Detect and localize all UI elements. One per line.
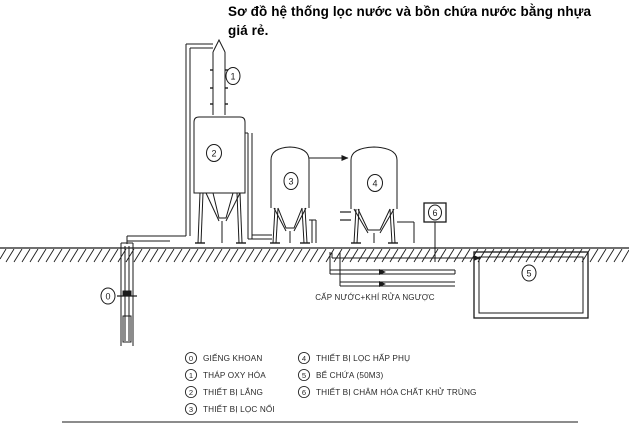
well-tag-0: 0 (100, 287, 116, 305)
legend-item-3: 3 THIẾT BỊ LỌC NỔI (184, 402, 275, 416)
settling-tank-tag-2: 2 (206, 144, 222, 162)
adsorption-filter (340, 146, 398, 244)
legend-item-6-num: 6 (302, 388, 306, 397)
legend-item-4-num: 4 (302, 354, 306, 363)
legend-item-1: 1 THÁP OXY HÓA (184, 368, 266, 382)
page-title-line-1: Sơ đồ hệ thống lọc nước và bồn chứa nước… (228, 4, 592, 19)
legend-item-3-label: THIẾT BỊ LỌC NỔI (203, 403, 275, 414)
legend: 0 GIẾNG KHOAN 1 THÁP OXY HÓA 2 THIẾT BỊ … (184, 351, 477, 416)
pipe-note-label: CẤP NƯỚC+KHÍ RỬA NGƯỢC (315, 292, 435, 302)
oxidation-tower-tag-1-text: 1 (230, 72, 235, 82)
floating-filter-tag-3: 3 (283, 172, 299, 190)
well-borehole (117, 235, 186, 346)
legend-item-2-num: 2 (189, 388, 193, 397)
legend-item-4-label: THIẾT BỊ LỌC HẤP PHỤ (316, 353, 410, 363)
legend-item-0-label: GIẾNG KHOAN (203, 353, 262, 363)
floating-filter (270, 146, 310, 244)
raw-water-riser (185, 43, 213, 236)
legend-item-0: 0 GIẾNG KHOAN (184, 351, 262, 365)
legend-item-2: 2 THIẾT BỊ LẮNG (184, 385, 263, 399)
well-tag-0-text: 0 (105, 292, 110, 302)
chemical-doser: 6 (423, 202, 447, 262)
legend-item-1-num: 1 (189, 371, 193, 380)
transfer-pipe-2-to-3 (245, 132, 272, 240)
page-title: Sơ đồ hệ thống lọc nước và bồn chứa nước… (228, 2, 620, 40)
transfer-pipe-3-to-4 (309, 155, 349, 243)
floating-filter-tag-3-text: 3 (288, 177, 293, 187)
legend-left-column: 0 GIẾNG KHOAN 1 THÁP OXY HÓA 2 THIẾT BỊ … (184, 351, 275, 416)
legend-item-6-label: THIẾT BỊ CHÂM HÓA CHẤT KHỬ TRÙNG (316, 386, 477, 397)
oxidation-tower-tag-1: 1 (225, 67, 241, 85)
legend-right-column: 4 THIẾT BỊ LỌC HẤP PHỤ 5 BỂ CHỨA (50M3) … (297, 351, 477, 399)
adsorption-filter-tag-4: 4 (367, 174, 383, 192)
buried-piping (329, 252, 481, 287)
adsorption-filter-tag-4-text: 4 (372, 179, 377, 189)
reservoir-tank: 5 (473, 251, 589, 319)
legend-item-5-num: 5 (302, 371, 306, 380)
legend-item-6: 6 THIẾT BỊ CHÂM HÓA CHẤT KHỬ TRÙNG (297, 385, 477, 399)
settling-tank-tag-2-text: 2 (211, 149, 216, 159)
chemical-doser-tag-6-text: 6 (432, 208, 437, 218)
treated-water-main (397, 221, 415, 243)
reservoir-tank-tag-5-text: 5 (526, 269, 531, 279)
settling-tank (193, 116, 246, 244)
legend-item-0-num: 0 (189, 354, 193, 363)
legend-item-3-num: 3 (189, 405, 193, 414)
legend-item-1-label: THÁP OXY HÓA (203, 370, 266, 380)
ground-hatching (0, 249, 629, 263)
page-title-line-2: giá rẻ. (228, 23, 269, 38)
legend-item-2-label: THIẾT BỊ LẮNG (203, 387, 263, 397)
legend-item-5-label: BỂ CHỨA (50M3) (316, 369, 383, 380)
legend-item-4: 4 THIẾT BỊ LỌC HẤP PHỤ (297, 351, 410, 365)
oxidation-tower (210, 38, 228, 115)
legend-item-5: 5 BỂ CHỨA (50M3) (297, 368, 383, 382)
